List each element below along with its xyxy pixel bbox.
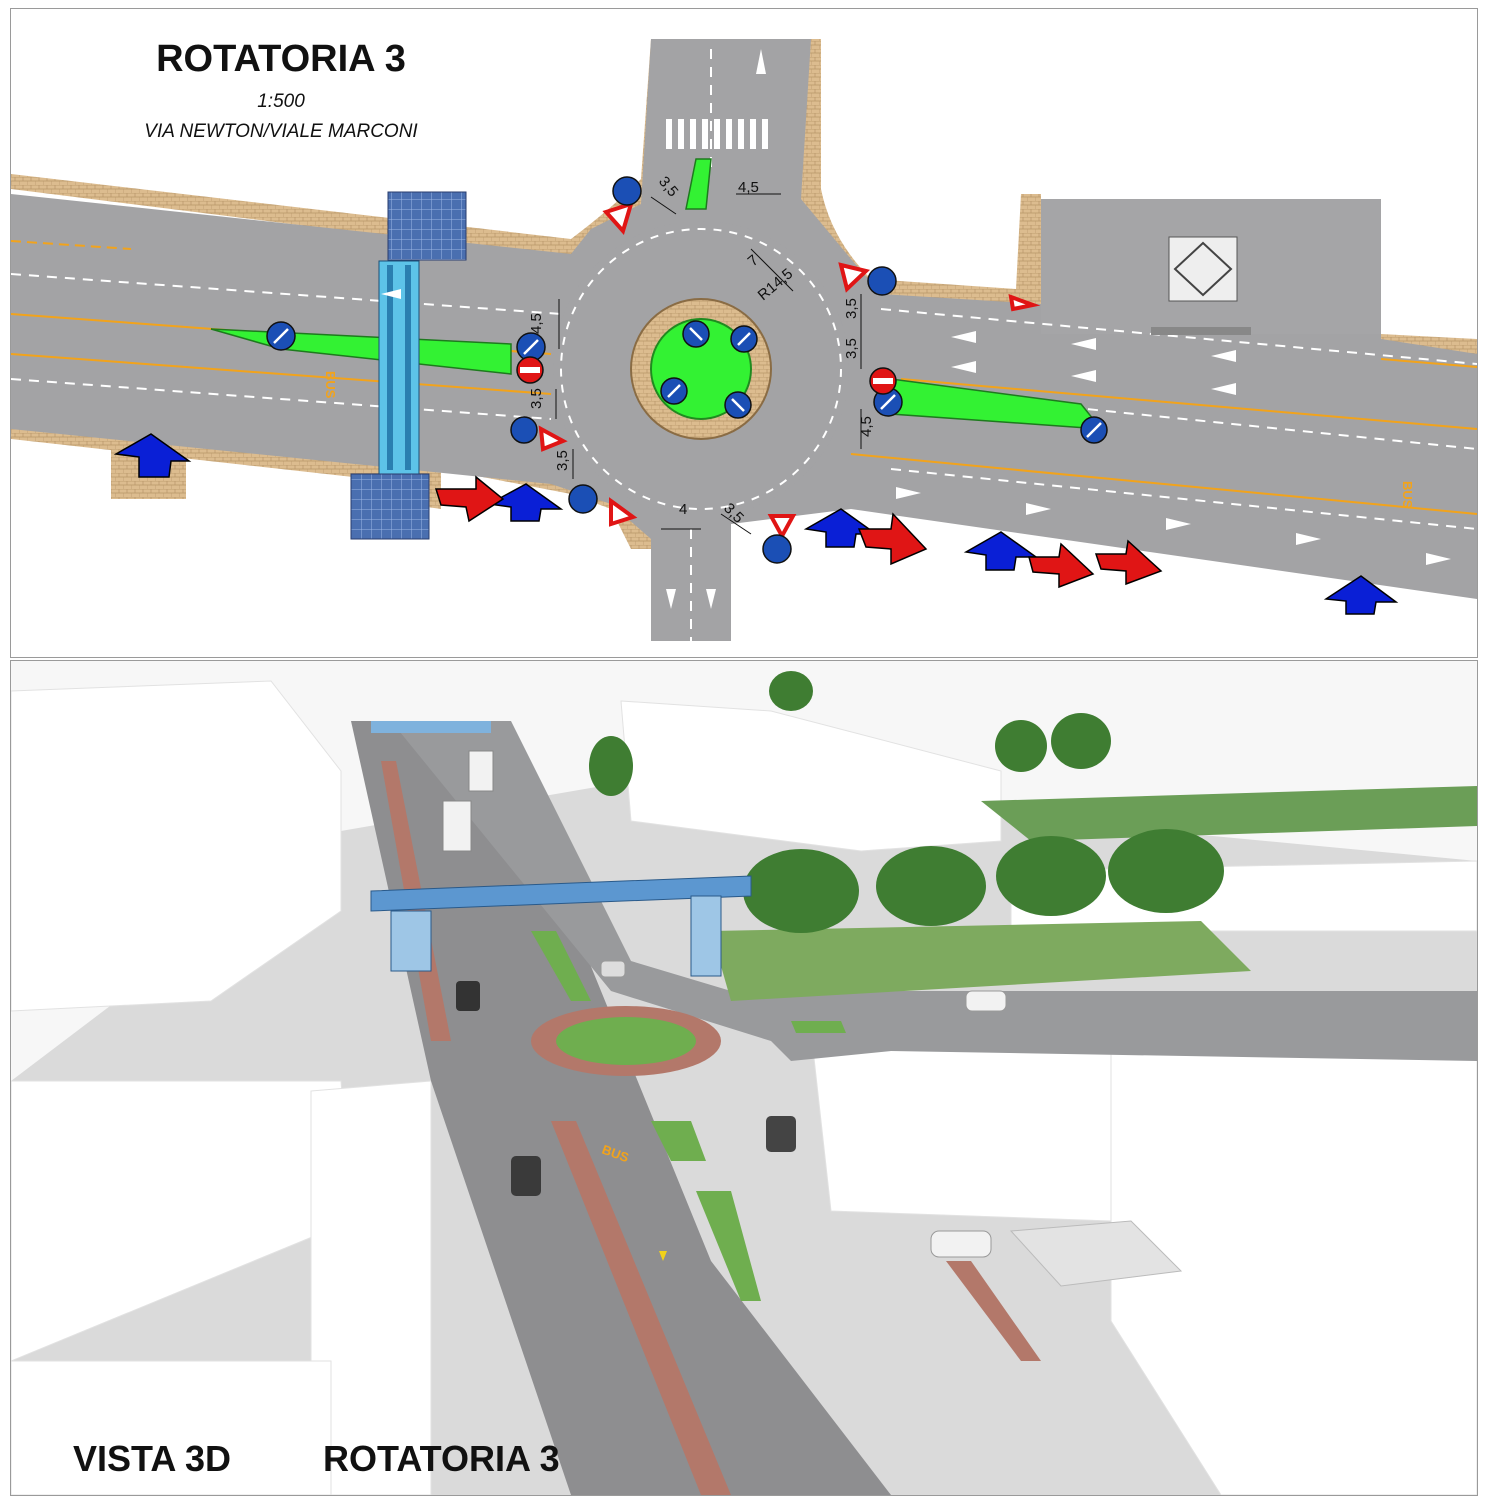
far-lawn — [981, 786, 1477, 841]
north-crosswalk — [666, 119, 768, 149]
north-median — [685, 158, 712, 210]
blue-flow-arrows — [113, 433, 1399, 615]
dim-south-left: 4 — [679, 501, 687, 518]
dim-west-upper: 4,5 — [528, 313, 545, 334]
view3d-label-left: VISTA 3D — [73, 1438, 231, 1479]
east-median-3d — [791, 1021, 846, 1033]
trees — [589, 671, 1224, 933]
give-way-signs — [538, 200, 1041, 541]
dim-east-3: 4,5 — [858, 416, 875, 437]
plan-title: ROTATORIA 3 — [156, 38, 406, 80]
plan-panel: BUS BUS — [10, 8, 1478, 658]
parking-symbol — [1168, 236, 1238, 302]
parking-kerb — [1151, 327, 1251, 335]
dim-north-right: 4,5 — [738, 179, 759, 196]
plan-drawing: BUS BUS — [11, 38, 1477, 641]
south-median-2-3d — [696, 1191, 761, 1301]
view3d-label-right: ROTATORIA 3 — [323, 1438, 560, 1479]
dimension-lines — [555, 193, 862, 535]
plan-scale: 1:500 — [257, 91, 305, 112]
dim-west-lower: 3,5 — [528, 388, 545, 409]
road-arrows — [381, 49, 1451, 609]
lane-markings — [11, 49, 1477, 641]
red-flow-arrows — [434, 475, 1163, 589]
roundabout-signs — [510, 176, 897, 564]
bus-marking-west: BUS — [323, 371, 338, 399]
south-separator — [551, 1121, 731, 1495]
north-median-3d — [531, 931, 591, 1001]
cross-road — [391, 721, 1477, 1061]
view3d-rendering: BUS VISTA 3D ROTATORIA 3 — [11, 661, 1477, 1495]
roundabout-island-3d — [556, 1017, 696, 1065]
plan-subtitle: VIA NEWTON/VIALE MARCONI — [144, 121, 418, 142]
park-lawn — [711, 921, 1251, 1001]
dim-east-2: 3,5 — [843, 338, 860, 359]
dim-south-west: 3,5 — [554, 450, 571, 471]
main-road — [351, 721, 891, 1495]
bus-marking-east: BUS — [1400, 481, 1415, 509]
east-separator — [946, 1261, 1041, 1361]
vehicles — [442, 750, 1007, 1258]
bus-shelter — [1009, 1220, 1183, 1287]
keep-side-signs — [266, 320, 1108, 444]
view3d-panel: BUS VISTA 3D ROTATORIA 3 — [10, 660, 1478, 1496]
lane-arrows-3d — [659, 1251, 667, 1261]
dim-east-1: 3,5 — [843, 298, 860, 319]
south-median-3d — [651, 1121, 706, 1161]
pedestrian-bridge-3d — [370, 721, 752, 977]
no-entry-signs — [516, 356, 897, 395]
